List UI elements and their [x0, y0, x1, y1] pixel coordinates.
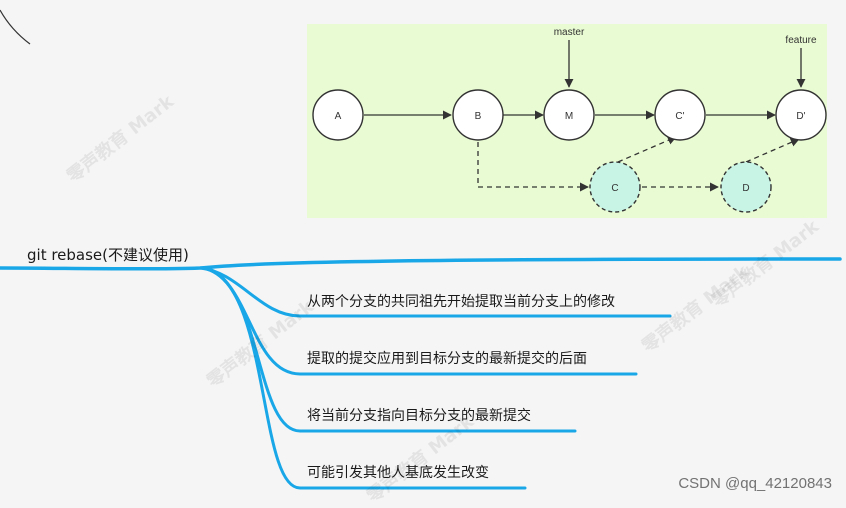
- commit-label-c2: C': [675, 111, 684, 122]
- commit-node-d: [720, 161, 772, 213]
- commit-node-d2: [775, 89, 827, 141]
- commit-label-d: D: [742, 183, 749, 194]
- commit-node-c2: [654, 89, 706, 141]
- branch-topic-2[interactable]: 提取的提交应用到目标分支的最新提交的后面: [307, 351, 587, 367]
- branch-topic-1[interactable]: 从两个分支的共同祖先开始提取当前分支上的修改: [307, 294, 615, 310]
- commit-label-c: C: [611, 183, 618, 194]
- branch-topic-4[interactable]: 可能引发其他人基底发生改变: [307, 465, 489, 481]
- edge-b-c-dashed: [477, 142, 589, 192]
- commit-label-b: B: [475, 111, 482, 122]
- root-topic[interactable]: git rebase(不建议使用): [27, 246, 189, 264]
- branch-connector-4: [204, 266, 527, 490]
- root-underline: [0, 257, 842, 271]
- commit-node-m: [543, 89, 595, 141]
- commit-node-c: [589, 161, 641, 213]
- commit-label-a: A: [335, 111, 342, 122]
- branch-topic-3[interactable]: 将当前分支指向目标分支的最新提交: [307, 408, 531, 424]
- ref-label-master: master: [554, 27, 585, 38]
- commit-node-a: [312, 89, 364, 141]
- ref-label-feature: feature: [785, 35, 817, 46]
- edge-d-d2-dashed: [745, 138, 800, 163]
- connector-curve: [0, 9, 31, 45]
- csdn-credit: CSDN @qq_42120843: [678, 475, 832, 492]
- commit-node-b: [452, 89, 504, 141]
- edge-c-c2-dashed: [617, 136, 677, 163]
- commit-label-d2: D': [796, 111, 805, 122]
- commit-label-m: M: [565, 111, 573, 122]
